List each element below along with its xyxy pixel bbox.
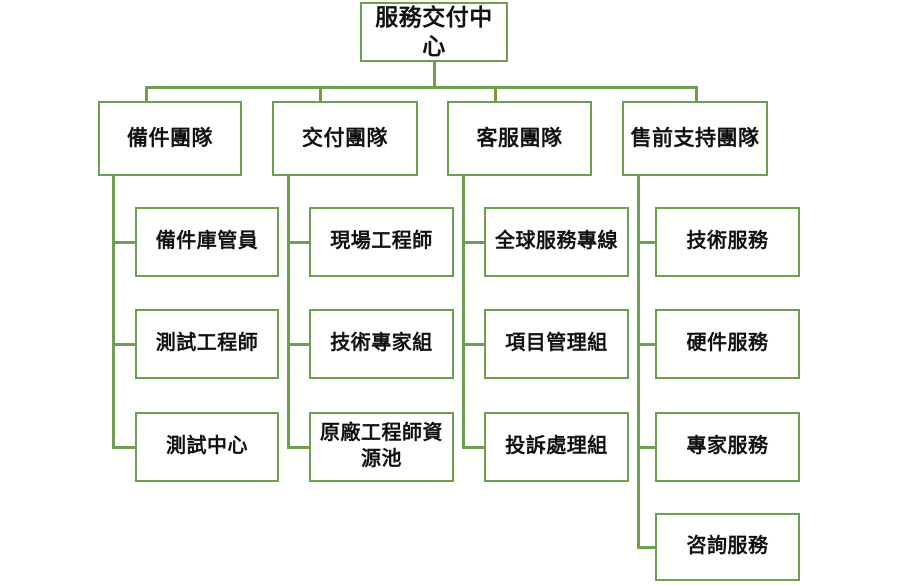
node-expert-service[interactable]: 專家服務 bbox=[655, 412, 800, 482]
connector-delivery-to-child-3 bbox=[287, 446, 311, 449]
node-complaint-handling-group[interactable]: 投訴處理組 bbox=[484, 412, 629, 482]
node-label: 技術專家組 bbox=[330, 332, 433, 355]
connector-customer-service-stem bbox=[462, 176, 465, 447]
node-label: 硬件服務 bbox=[686, 332, 769, 355]
connector-spare-parts-to-child-2 bbox=[112, 343, 137, 346]
node-label: 測試中心 bbox=[166, 435, 248, 458]
node-label: 投訴處理組 bbox=[505, 435, 608, 458]
node-label: 備件團隊 bbox=[127, 126, 213, 151]
node-delivery-team[interactable]: 交付團隊 bbox=[272, 101, 418, 176]
connector-spare-parts-to-child-1 bbox=[112, 241, 137, 244]
node-technical-service[interactable]: 技術服務 bbox=[655, 207, 800, 277]
connector-spare-parts-stem bbox=[112, 176, 115, 447]
connector-delivery-to-child-2 bbox=[287, 343, 311, 346]
connector-customer-service-to-child-3 bbox=[462, 446, 486, 449]
node-oem-engineer-resource-pool[interactable]: 原廠工程師資源池 bbox=[309, 412, 454, 482]
node-label: 售前支持團隊 bbox=[630, 126, 760, 151]
connector-bus-to-delivery-team bbox=[319, 86, 322, 101]
connector-bus-to-presales-support-team bbox=[695, 86, 698, 101]
node-label: 測試工程師 bbox=[155, 332, 259, 355]
node-test-engineer[interactable]: 測試工程師 bbox=[135, 309, 279, 379]
node-label: 現場工程師 bbox=[330, 230, 433, 253]
connector-bus-to-spare-parts-team bbox=[145, 86, 148, 101]
node-label: 客服團隊 bbox=[476, 126, 563, 151]
node-label: 交付團隊 bbox=[302, 126, 388, 151]
node-field-engineer[interactable]: 現場工程師 bbox=[309, 207, 454, 277]
node-service-delivery-center[interactable]: 服務交付中心 bbox=[360, 2, 508, 62]
connector-presales-stem bbox=[637, 176, 640, 548]
connector-root-drop bbox=[433, 62, 436, 88]
node-test-center[interactable]: 測試中心 bbox=[135, 412, 279, 482]
connector-team-bus bbox=[146, 86, 697, 89]
node-hardware-service[interactable]: 硬件服務 bbox=[655, 309, 800, 379]
node-global-service-hotline[interactable]: 全球服務專線 bbox=[484, 207, 629, 277]
node-label: 專家服務 bbox=[686, 435, 769, 458]
node-spare-parts-warehouse-keeper[interactable]: 備件庫管員 bbox=[135, 207, 279, 277]
connector-delivery-to-child-1 bbox=[287, 241, 311, 244]
node-label: 原廠工程師資源池 bbox=[320, 422, 443, 470]
node-consulting-service[interactable]: 咨詢服務 bbox=[655, 513, 800, 581]
connector-bus-to-customer-service-team bbox=[494, 86, 497, 101]
node-label: 全球服務專線 bbox=[495, 230, 618, 253]
node-spare-parts-team[interactable]: 備件團隊 bbox=[98, 101, 242, 176]
node-project-management-group[interactable]: 項目管理組 bbox=[484, 309, 629, 379]
connector-customer-service-to-child-1 bbox=[462, 241, 486, 244]
connector-spare-parts-to-child-3 bbox=[112, 446, 137, 449]
connector-presales-to-child-1 bbox=[637, 241, 658, 244]
connector-delivery-stem bbox=[287, 176, 290, 447]
node-label: 技術服務 bbox=[686, 230, 769, 253]
connector-presales-to-child-2 bbox=[637, 343, 658, 346]
node-presales-support-team[interactable]: 售前支持團隊 bbox=[622, 101, 768, 176]
connector-presales-to-child-3 bbox=[637, 446, 658, 449]
connector-customer-service-to-child-2 bbox=[462, 343, 486, 346]
node-customer-service-team[interactable]: 客服團隊 bbox=[447, 101, 592, 176]
node-label: 項目管理組 bbox=[505, 332, 608, 355]
node-label: 備件庫管員 bbox=[155, 230, 259, 253]
node-technical-expert-group[interactable]: 技術專家組 bbox=[309, 309, 454, 379]
connector-presales-to-child-4 bbox=[637, 546, 658, 549]
node-label: 服務交付中心 bbox=[375, 4, 493, 59]
node-label: 咨詢服務 bbox=[686, 535, 769, 558]
